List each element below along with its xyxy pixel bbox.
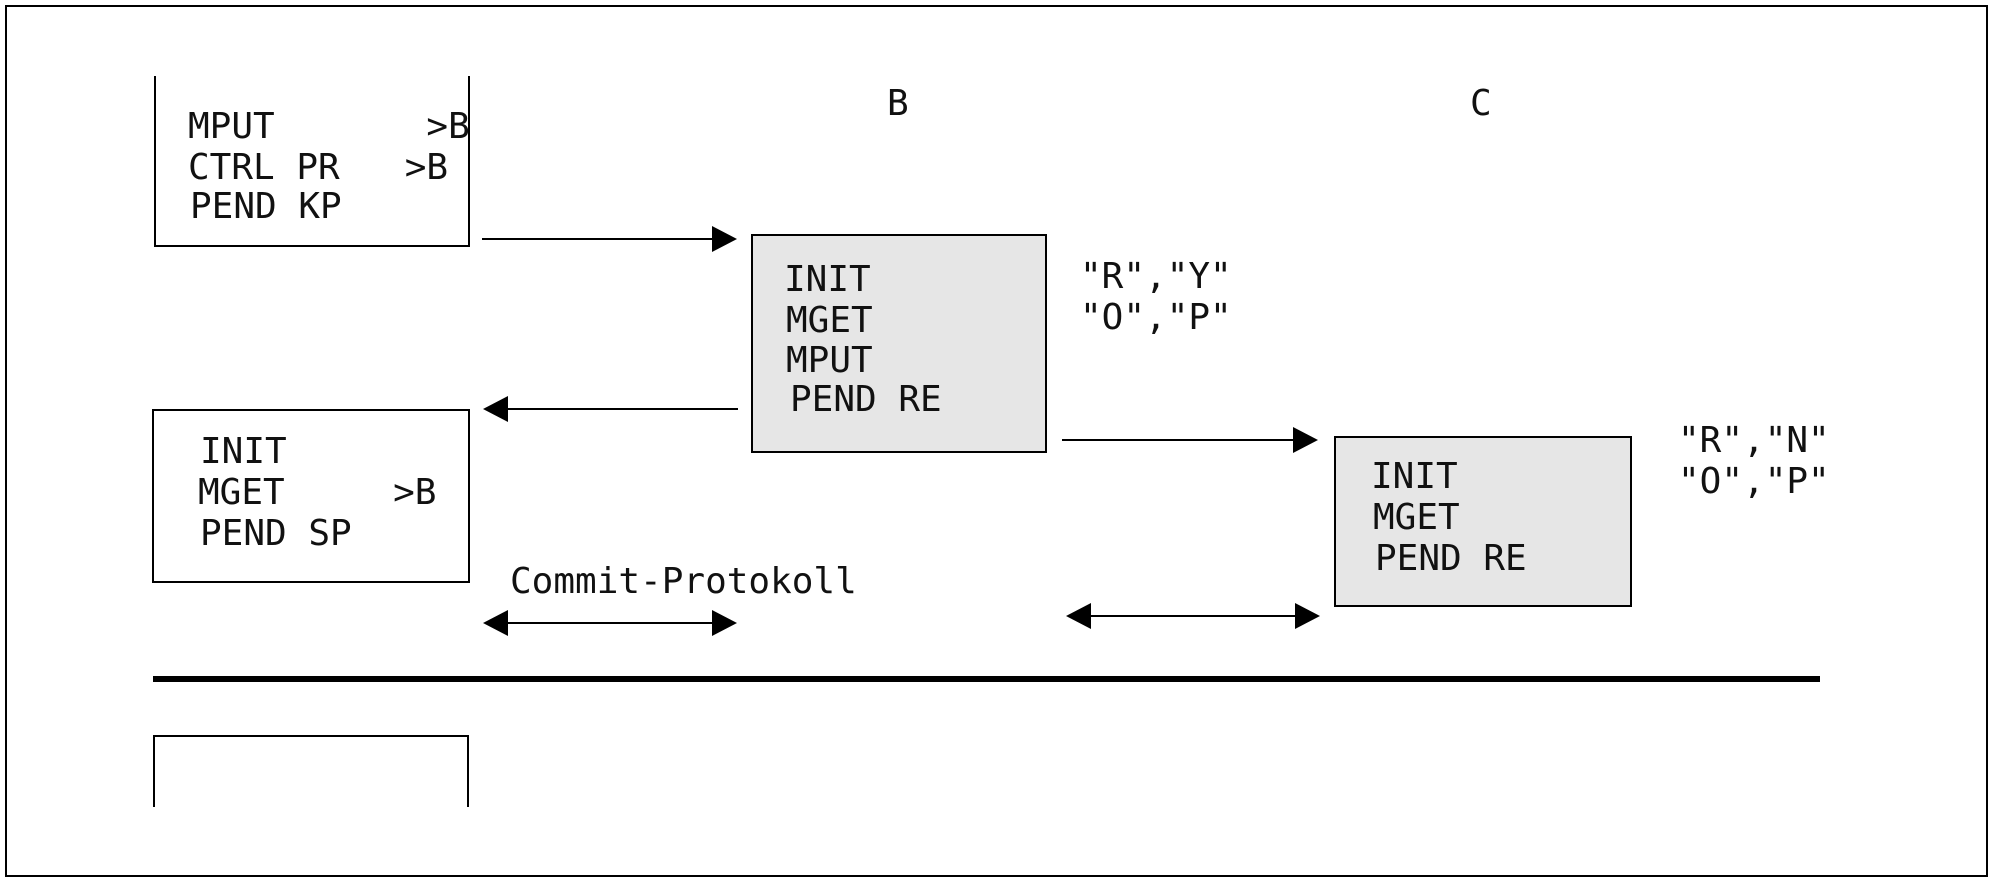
box-b-line-3: MPUT xyxy=(786,340,873,381)
box-a-top-line-3: PEND KP xyxy=(190,186,342,227)
box-b-line-4: PEND RE xyxy=(790,379,942,420)
arrow-a-to-b xyxy=(482,226,737,252)
box-a-bottom xyxy=(153,735,469,807)
commit-arrow-a-b xyxy=(483,610,737,636)
box-a-mid-line-1: INIT xyxy=(200,431,287,472)
states-c-line-1: "R","N" xyxy=(1678,420,1830,461)
states-c-line-2: "O","P" xyxy=(1678,461,1830,502)
commit-protocol-label: Commit-Protokoll xyxy=(510,561,857,602)
box-a-mid: INIT MGET >B PEND SP xyxy=(152,409,470,583)
label-c: C xyxy=(1470,83,1492,124)
commit-arrow-b-c xyxy=(1066,603,1320,629)
box-c: INIT MGET PEND RE xyxy=(1334,436,1632,607)
box-c-line-1: INIT xyxy=(1371,456,1458,497)
diagram-frame xyxy=(5,5,1988,877)
box-b: INIT MGET MPUT PEND RE xyxy=(751,234,1047,453)
box-a-top: MPUT >B CTRL PR >B PEND KP xyxy=(154,76,470,247)
arrow-b-to-a xyxy=(483,396,738,422)
box-a-top-line-1: MPUT >B xyxy=(188,106,470,147)
box-a-mid-line-2: MGET >B xyxy=(198,472,437,513)
label-b: B xyxy=(887,83,909,124)
box-a-mid-line-3: PEND SP xyxy=(200,513,352,554)
box-a-top-line-2: CTRL PR >B xyxy=(188,147,449,188)
box-b-line-1: INIT xyxy=(784,259,871,300)
states-b-line-2: "O","P" xyxy=(1080,297,1232,338)
box-b-line-2: MGET xyxy=(786,300,873,341)
arrow-b-to-c xyxy=(1062,427,1318,453)
box-c-line-3: PEND RE xyxy=(1375,538,1527,579)
states-b-line-1: "R","Y" xyxy=(1080,256,1232,297)
box-c-line-2: MGET xyxy=(1373,497,1460,538)
